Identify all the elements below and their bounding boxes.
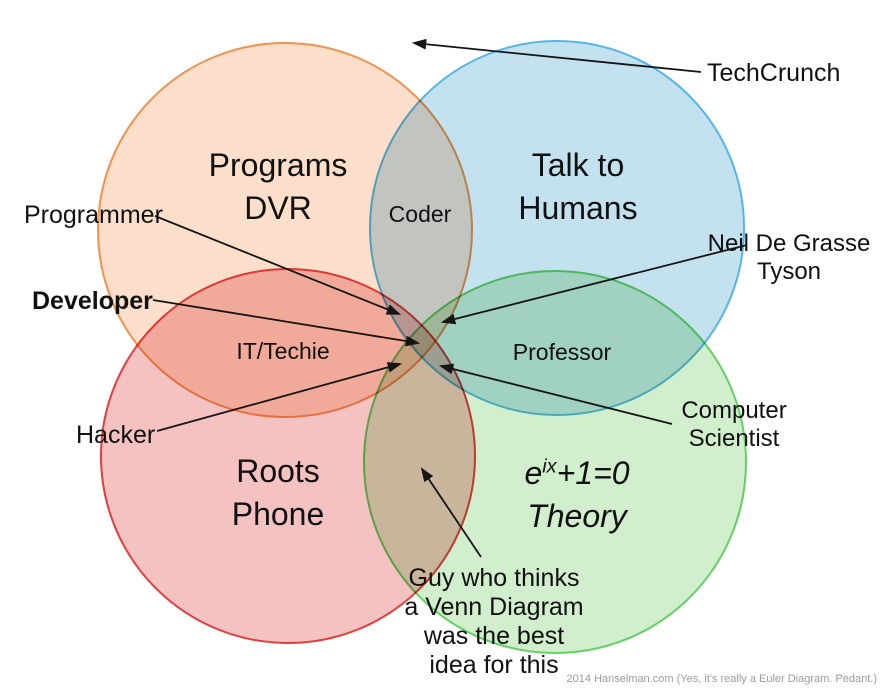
computer-scientist-line2: Scientist [688, 425, 780, 452]
theory-title: eix+1=0 Theory [524, 452, 629, 538]
talk-to-humans-title-line1: Talk to [531, 147, 625, 183]
venn-guy-line3: was the best [423, 622, 565, 650]
euler-identity-formula: eix+1=0 [524, 452, 629, 495]
formula-superscript: ix [542, 455, 557, 478]
programmer-callout-label: Programmer [24, 201, 163, 229]
programs-dvr-title-line1: Programs [208, 147, 348, 183]
neil-de-grasse-tyson-callout-label: Neil De Grasse Tyson [708, 230, 871, 286]
roots-phone-title-line2: Phone [231, 496, 325, 532]
programmer-arrow [154, 215, 402, 315]
techcrunch-arrow [411, 38, 702, 73]
neil-de-grasse-tyson-arrow [440, 244, 748, 325]
roots-phone-title: Roots Phone [232, 450, 325, 536]
venn-guy-line2: a Venn Diagram [404, 593, 584, 621]
theory-circle [363, 270, 747, 654]
venn-guy-callout-label: Guy who thinks a Venn Diagram was the be… [404, 564, 583, 680]
computer-scientist-callout-label: Computer Scientist [681, 397, 786, 453]
talk-to-humans-title: Talk to Humans [518, 144, 637, 230]
venn-guy-line4: idea for this [429, 651, 559, 679]
venn-guy-line1: Guy who thinks [408, 564, 580, 592]
programs-dvr-title-line2: DVR [244, 190, 312, 226]
coder-overlap-label: Coder [388, 201, 452, 227]
programs-dvr-title: Programs DVR [209, 144, 348, 230]
talk-to-humans-title-line2: Humans [518, 190, 638, 226]
formula-rest: +1=0 [556, 455, 630, 491]
developer-arrow [152, 299, 421, 347]
computer-scientist-arrow [438, 363, 673, 425]
professor-overlap-label: Professor [512, 339, 612, 365]
hacker-callout-label: Hacker [76, 421, 156, 449]
roots-phone-title-line1: Roots [236, 453, 320, 489]
neil-callout-line1: Neil De Grasse [707, 230, 871, 257]
venn-guy-arrow [420, 467, 482, 558]
neil-callout-line2: Tyson [756, 258, 822, 285]
developer-callout-label: Developer [32, 287, 153, 315]
hacker-arrow [156, 362, 403, 432]
theory-title-line2: Theory [527, 498, 627, 534]
it-techie-overlap-label: IT/Techie [236, 338, 330, 364]
footer-credit: 2014 Hanselman.com (Yes, it's really a E… [566, 673, 877, 685]
formula-base: e [524, 455, 543, 491]
computer-scientist-line1: Computer [681, 397, 787, 424]
techcrunch-callout-label: TechCrunch [707, 59, 841, 87]
